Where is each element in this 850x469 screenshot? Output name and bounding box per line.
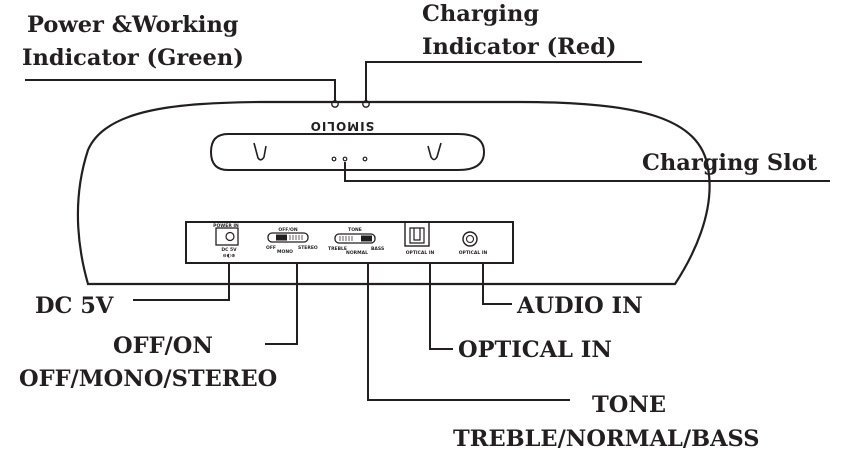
svg-text:SIMOLIO: SIMOLIO bbox=[310, 119, 375, 133]
tone-label-2: TREBLE/NORMAL/BASS bbox=[453, 426, 760, 452]
slot-pin-3 bbox=[362, 156, 368, 162]
optical-in-port[interactable] bbox=[404, 221, 430, 247]
power-mode-switch-knob[interactable] bbox=[276, 234, 287, 241]
optical-port-shape-icon bbox=[409, 227, 425, 244]
connector-panel bbox=[185, 221, 514, 264]
leader-off-on bbox=[265, 263, 298, 345]
slot-pin-1 bbox=[331, 156, 337, 162]
brand-label: SIMOLIO bbox=[310, 119, 375, 133]
dc-label: DC 5V bbox=[35, 293, 114, 319]
leader-charging-slot bbox=[344, 162, 830, 182]
tone-normal-label: NORMAL bbox=[346, 250, 368, 256]
power-mode-switch[interactable] bbox=[267, 232, 309, 243]
slot-clip-left-icon bbox=[253, 142, 267, 161]
leader-tone bbox=[367, 263, 570, 401]
dc-port-hole bbox=[225, 231, 235, 242]
tone-label-1: TONE bbox=[592, 392, 666, 418]
audio-port-label: OPTICAL IN bbox=[459, 250, 488, 256]
switch1-title: OFF/ON bbox=[278, 227, 297, 233]
slot-clip-right-icon bbox=[427, 142, 442, 161]
audio-in-port-inner bbox=[465, 234, 475, 244]
leader-audio-in bbox=[482, 263, 512, 305]
tone-treble-label: TREBLE bbox=[328, 246, 347, 252]
tone-title: TONE bbox=[348, 227, 362, 233]
power-in-label: POWER IN bbox=[213, 223, 239, 229]
leader-charging-indicator bbox=[365, 61, 642, 101]
power-indicator-label-1: Power &Working bbox=[27, 12, 239, 38]
audio-in-port[interactable] bbox=[462, 231, 478, 247]
switch1-stereo-label: STEREO bbox=[298, 245, 318, 251]
slot-pin-2 bbox=[342, 156, 348, 162]
speaker-body-outline bbox=[76, 100, 711, 286]
tone-bass-label: BASS bbox=[371, 246, 384, 252]
power-indicator-label-2: Indicator (Green) bbox=[22, 45, 244, 71]
optical-in-label: OPTICAL IN bbox=[458, 337, 612, 363]
audio-in-label: AUDIO IN bbox=[516, 293, 643, 319]
dc-port-label: DC 5V bbox=[221, 247, 237, 253]
off-on-label-1: OFF/ON bbox=[113, 333, 213, 359]
charging-indicator-label-2: Indicator (Red) bbox=[422, 34, 617, 60]
leader-optical-in bbox=[429, 263, 453, 350]
off-on-label-2: OFF/MONO/STEREO bbox=[19, 366, 277, 392]
charging-slot bbox=[209, 133, 486, 171]
charging-slot-label: Charging Slot bbox=[642, 150, 818, 176]
dc-polarity-icon: ⊖◐⊕ bbox=[223, 253, 236, 259]
switch1-mono-label: MONO bbox=[277, 249, 293, 255]
tone-switch-knob[interactable] bbox=[361, 235, 372, 242]
dc-port[interactable] bbox=[215, 227, 239, 246]
switch1-ticks bbox=[289, 235, 303, 240]
leader-dc bbox=[133, 263, 230, 301]
leader-power-indicator bbox=[25, 79, 336, 101]
tone-ticks bbox=[339, 236, 353, 241]
optical-port-label: OPTICAL IN bbox=[406, 250, 435, 256]
switch1-off-label: OFF bbox=[266, 245, 276, 251]
charging-indicator-label-1: Charging bbox=[422, 1, 539, 27]
tone-switch[interactable] bbox=[334, 233, 376, 244]
